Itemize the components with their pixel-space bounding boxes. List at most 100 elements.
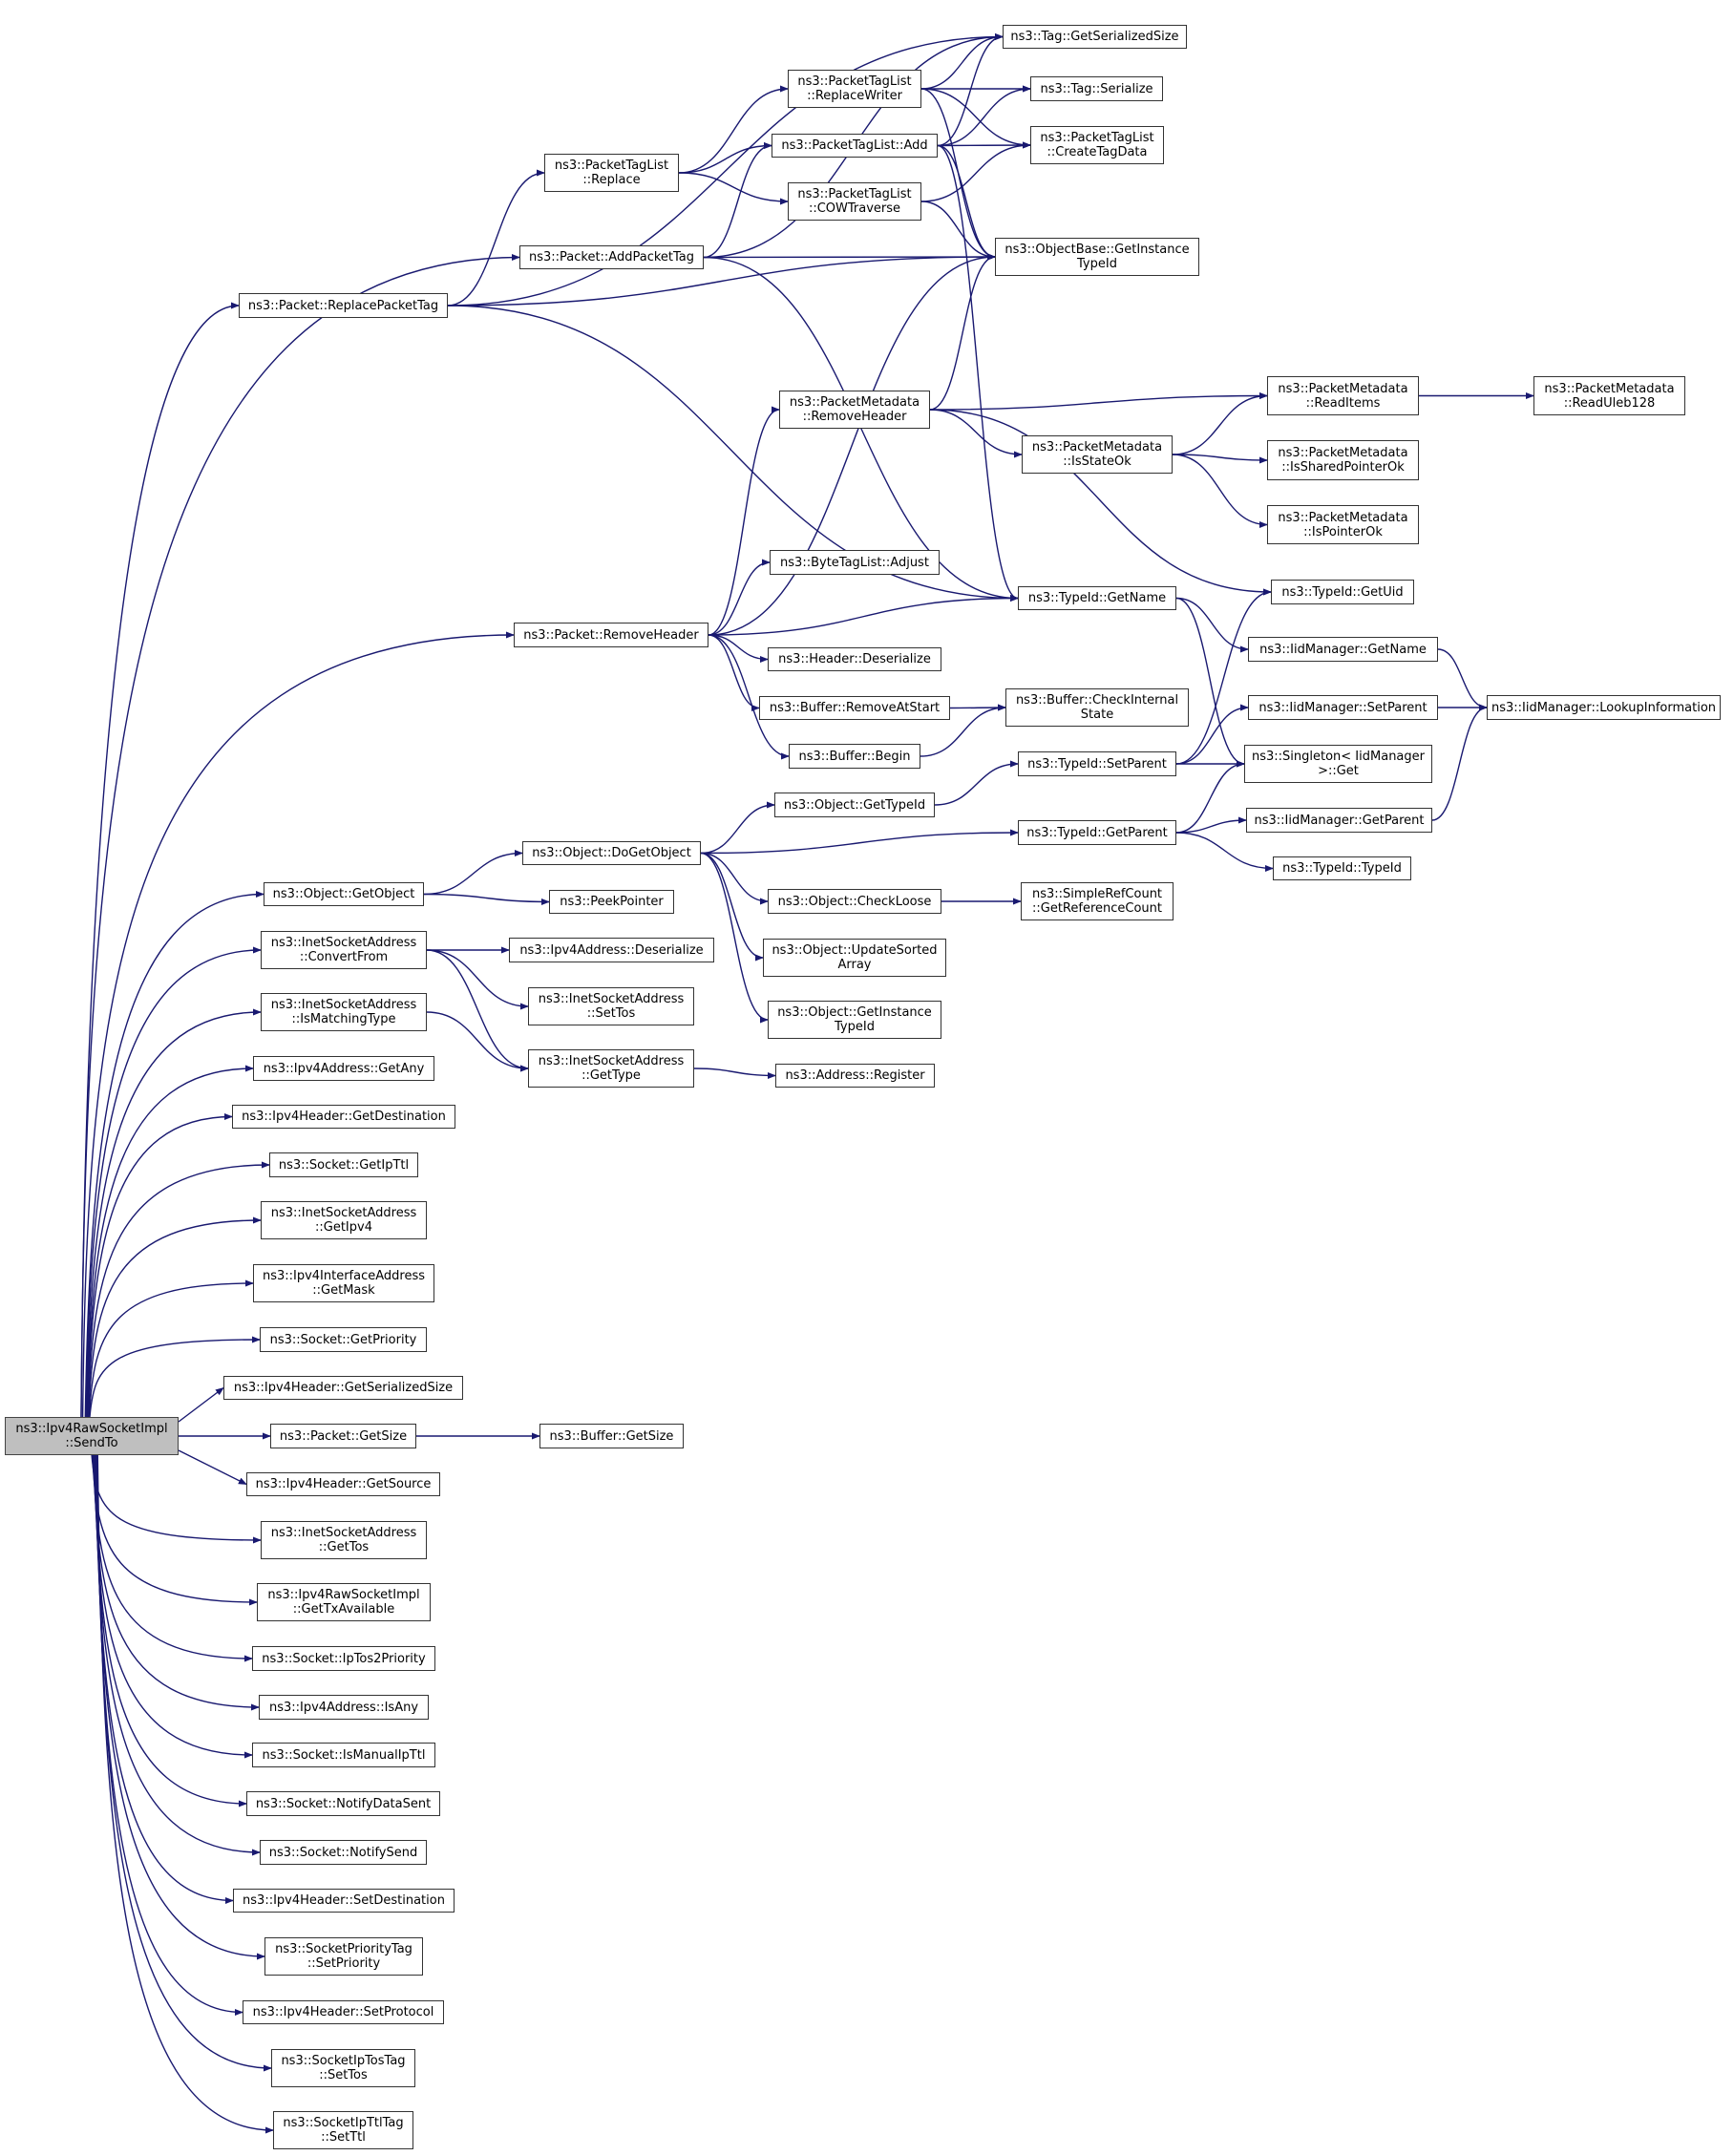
node-label-line: ::ConvertFrom	[299, 950, 389, 964]
node-obj-get-type-id[interactable]: ns3::Object::GetTypeId	[774, 793, 935, 817]
node-peek-pointer[interactable]: ns3::PeekPointer	[549, 890, 674, 914]
node-iface-get-mask[interactable]: ns3::Ipv4InterfaceAddress::GetMask	[253, 1264, 434, 1302]
edge-iidGetName-to-iidLookup	[1437, 648, 1488, 711]
node-type-id-set-parent[interactable]: ns3::TypeId::SetParent	[1018, 751, 1176, 776]
node-pm-read-items[interactable]: ns3::PacketMetadata::ReadItems	[1267, 376, 1419, 415]
node-ipv4-is-any[interactable]: ns3::Ipv4Address::IsAny	[259, 1695, 429, 1720]
node-label-line: ns3::Tag::Serialize	[1040, 81, 1153, 96]
node-tag-serialize[interactable]: ns3::Tag::Serialize	[1030, 76, 1163, 101]
node-sock-is-manual-ip-ttl[interactable]: ns3::Socket::IsManualIpTtl	[252, 1743, 435, 1767]
node-sock-notify-data-sent[interactable]: ns3::Socket::NotifyDataSent	[246, 1791, 440, 1816]
node-obj-do-get-object[interactable]: ns3::Object::DoGetObject	[522, 841, 701, 865]
node-ptl-replace-writer[interactable]: ns3::PacketTagList::ReplaceWriter	[788, 70, 921, 108]
node-ipv4h-get-ser-size[interactable]: ns3::Ipv4Header::GetSerializedSize	[223, 1376, 463, 1400]
node-pm-is-shared-ptr-ok[interactable]: ns3::PacketMetadata::IsSharedPointerOk	[1267, 440, 1419, 480]
node-inet-get-ipv4[interactable]: ns3::InetSocketAddress::GetIpv4	[261, 1201, 427, 1239]
node-label-line: ns3::Ipv4RawSocketImpl	[267, 1588, 420, 1602]
node-label-line: ns3::PacketMetadata	[1278, 510, 1408, 525]
node-buf-get-size[interactable]: ns3::Buffer::GetSize	[539, 1424, 684, 1448]
edge-typeIdGetParent-to-singletonGet	[1175, 760, 1245, 834]
node-header-deserialize[interactable]: ns3::Header::Deserialize	[768, 647, 941, 671]
node-inet-get-type[interactable]: ns3::InetSocketAddress::GetType	[528, 1049, 694, 1088]
edge-sendto-to-inetGetTos	[91, 1454, 262, 1544]
node-label-line: ::SendTo	[65, 1436, 118, 1450]
node-replace-packet-tag[interactable]: ns3::Packet::ReplacePacketTag	[239, 293, 448, 318]
node-pm-remove-header[interactable]: ns3::PacketMetadata::RemoveHeader	[779, 391, 930, 429]
node-src-get-ref-count[interactable]: ns3::SimpleRefCount::GetReferenceCount	[1021, 882, 1174, 920]
node-raw-get-tx-avail[interactable]: ns3::Ipv4RawSocketImpl::GetTxAvailable	[257, 1583, 431, 1621]
node-sock-notify-send[interactable]: ns3::Socket::NotifySend	[260, 1840, 427, 1865]
node-label-line: ns3::Object::GetObject	[272, 887, 415, 901]
node-obj-check-loose[interactable]: ns3::Object::CheckLoose	[768, 889, 941, 914]
node-addr-register[interactable]: ns3::Address::Register	[775, 1064, 935, 1088]
node-ipv4h-get-dest[interactable]: ns3::Ipv4Header::GetDestination	[232, 1105, 455, 1129]
node-pm-read-uleb[interactable]: ns3::PacketMetadata::ReadUleb128	[1533, 376, 1685, 415]
node-ipv4-get-any[interactable]: ns3::Ipv4Address::GetAny	[253, 1056, 434, 1081]
edge-sendto-to-addPacketTag	[80, 253, 520, 1418]
node-ptl-add[interactable]: ns3::PacketTagList::Add	[772, 134, 938, 158]
node-label-line: ns3::Packet::AddPacketTag	[528, 250, 695, 264]
edge-objDoGetObject-to-objUpdateSorted	[700, 852, 764, 962]
node-inet-get-tos[interactable]: ns3::InetSocketAddress::GetTos	[261, 1521, 427, 1559]
node-packet-get-size[interactable]: ns3::Packet::GetSize	[270, 1424, 416, 1448]
edge-inetGetType-to-addrRegister	[693, 1067, 776, 1080]
node-pm-is-ptr-ok[interactable]: ns3::PacketMetadata::IsPointerOk	[1267, 505, 1419, 544]
edge-sendto-to-sockNotifySend	[94, 1454, 261, 1856]
node-type-id-get-name[interactable]: ns3::TypeId::GetName	[1018, 586, 1176, 610]
node-iid-get-parent[interactable]: ns3::IidManager::GetParent	[1246, 808, 1432, 833]
node-ttl-tag-set-ttl[interactable]: ns3::SocketIpTtlTag::SetTtl	[273, 2111, 413, 2149]
node-pm-is-state-ok[interactable]: ns3::PacketMetadata::IsStateOk	[1022, 435, 1173, 474]
node-ipv4h-get-source[interactable]: ns3::Ipv4Header::GetSource	[246, 1472, 440, 1496]
node-iid-lookup[interactable]: ns3::IidManager::LookupInformation	[1487, 695, 1721, 720]
edge-packetRemoveHeader-to-objBaseGetInstTypeId	[708, 253, 996, 636]
node-type-id-get-parent[interactable]: ns3::TypeId::GetParent	[1018, 820, 1176, 845]
node-label-line: ns3::SocketIpTtlTag	[283, 2116, 404, 2130]
node-inet-set-tos[interactable]: ns3::InetSocketAddress::SetTos	[528, 987, 694, 1025]
edge-objGetObject-to-objDoGetObject	[423, 849, 523, 896]
edge-typeIdGetName-to-iidGetName	[1175, 597, 1249, 653]
edge-addPacketTag-to-ptlAdd	[703, 141, 772, 259]
node-singleton-get[interactable]: ns3::Singleton< IidManager>::Get	[1244, 745, 1432, 783]
node-label-line: ns3::Ipv4Header::GetSerializedSize	[233, 1381, 454, 1395]
node-label-line: ns3::PacketTagList	[797, 187, 912, 201]
edge-sendto-to-ipv4hGetDest	[86, 1112, 233, 1418]
node-tos-tag-set-tos[interactable]: ns3::SocketIpTosTag::SetTos	[271, 2049, 415, 2087]
node-label-line: ns3::Buffer::RemoveAtStart	[769, 701, 941, 715]
node-prio-tag-set-prio[interactable]: ns3::SocketPriorityTag::SetPriority	[264, 1937, 423, 1976]
node-label-line: ns3::SocketPriorityTag	[275, 1942, 412, 1956]
node-ptl-c-o-w[interactable]: ns3::PacketTagList::COWTraverse	[788, 182, 921, 221]
node-iid-set-parent[interactable]: ns3::IidManager::SetParent	[1248, 695, 1438, 720]
edge-ptlAdd-to-typeIdGetName	[937, 144, 1019, 602]
node-type-id-type-id[interactable]: ns3::TypeId::TypeId	[1273, 856, 1411, 880]
node-inet-is-matching[interactable]: ns3::InetSocketAddress::IsMatchingType	[261, 993, 427, 1031]
node-tag-get-ser-size[interactable]: ns3::Tag::GetSerializedSize	[1003, 25, 1187, 49]
node-ipv4-addr-deserialize[interactable]: ns3::Ipv4Address::Deserialize	[509, 938, 714, 962]
node-iid-get-name[interactable]: ns3::IidManager::GetName	[1248, 637, 1438, 662]
node-buf-remove-at-start[interactable]: ns3::Buffer::RemoveAtStart	[759, 696, 950, 720]
node-buf-begin[interactable]: ns3::Buffer::Begin	[789, 744, 920, 769]
node-label-line: ns3::PeekPointer	[560, 895, 664, 909]
edge-packetRemoveHeader-to-headerDeserialize	[708, 634, 769, 664]
node-sock-get-ip-ttl[interactable]: ns3::Socket::GetIpTtl	[269, 1152, 418, 1177]
node-label-line: ns3::IidManager::SetParent	[1258, 700, 1427, 715]
edge-inetIsMatching-to-inetGetType	[426, 1011, 529, 1072]
node-ptl-replace[interactable]: ns3::PacketTagList::Replace	[544, 154, 679, 192]
node-label-line: ::CreateTagData	[1047, 145, 1148, 159]
node-sock-ip-tos2-prio[interactable]: ns3::Socket::IpTos2Priority	[252, 1646, 435, 1671]
node-ptl-create-tag-data[interactable]: ns3::PacketTagList::CreateTagData	[1030, 126, 1164, 164]
node-label-line: ns3::TypeId::TypeId	[1282, 861, 1402, 876]
node-packet-remove-header[interactable]: ns3::Packet::RemoveHeader	[514, 623, 708, 647]
node-obj-get-object[interactable]: ns3::Object::GetObject	[264, 882, 424, 906]
edge-sendto-to-objGetObject	[84, 890, 264, 1418]
node-type-id-get-uid[interactable]: ns3::TypeId::GetUid	[1271, 580, 1414, 604]
node-ipv4h-set-proto[interactable]: ns3::Ipv4Header::SetProtocol	[243, 2000, 444, 2024]
node-btl-adjust[interactable]: ns3::ByteTagList::Adjust	[770, 550, 940, 575]
node-inet-convert-from[interactable]: ns3::InetSocketAddress::ConvertFrom	[261, 931, 427, 969]
node-sock-get-priority[interactable]: ns3::Socket::GetPriority	[260, 1327, 427, 1352]
node-add-packet-tag[interactable]: ns3::Packet::AddPacketTag	[519, 245, 704, 269]
node-ipv4h-set-dest[interactable]: ns3::Ipv4Header::SetDestination	[233, 1889, 455, 1913]
